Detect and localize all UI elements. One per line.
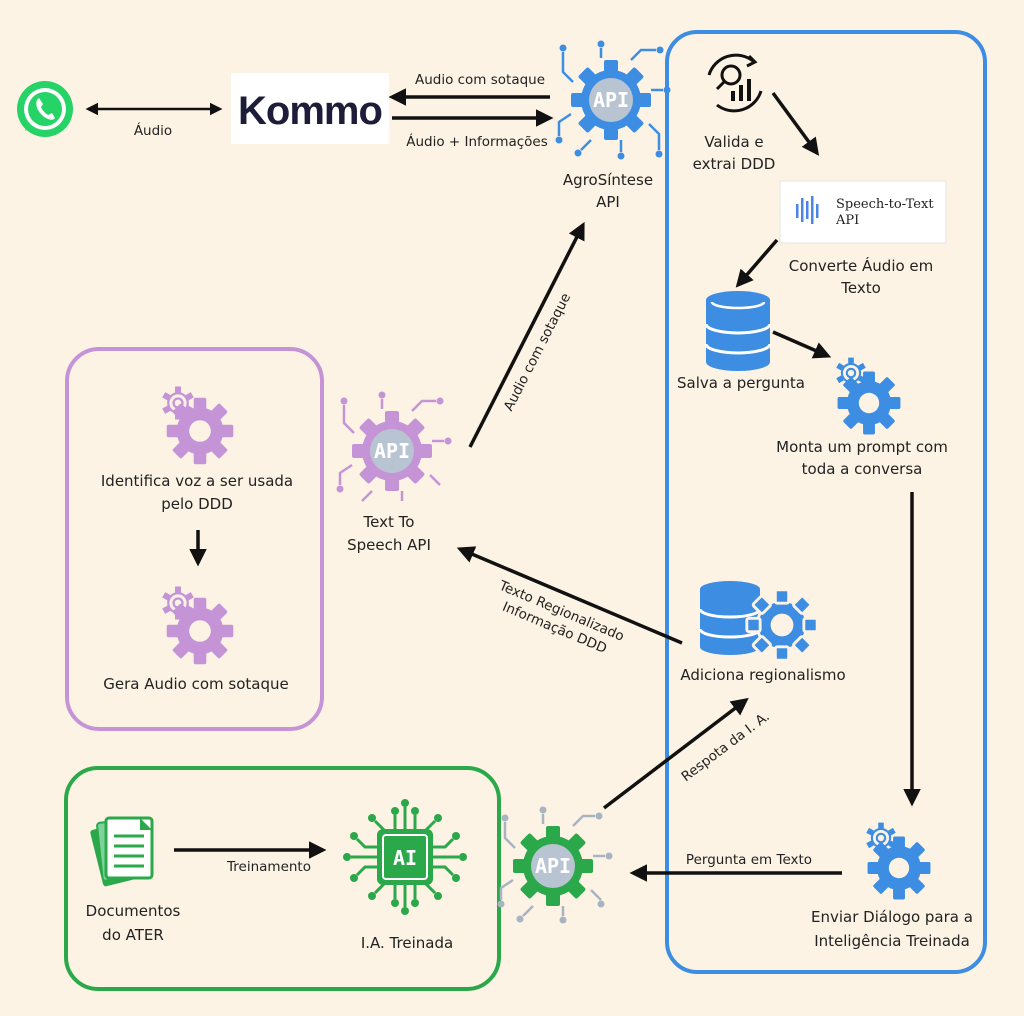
svg-text:API: API (535, 854, 571, 878)
svg-text:API: API (374, 439, 410, 463)
adiciona-label: Adiciona regionalismo (680, 666, 845, 684)
regionalismo-icon (698, 581, 819, 662)
documentos-label-1: Documentos (86, 902, 181, 920)
edge-db-to-monta (772, 330, 832, 359)
monta-label-1: Monta um prompt com (776, 438, 948, 456)
documentos-label-2: do ATER (102, 926, 164, 944)
agrosintese-api-icon: API (555, 40, 671, 160)
agrosintese-label-2: API (596, 193, 620, 211)
tts-label-2: Speech API (347, 536, 431, 554)
salva-label: Salva a pergunta (677, 374, 805, 392)
monta-gear-icon (836, 357, 901, 435)
monta-label-2: toda a conversa (802, 460, 923, 478)
valida-label-2: extrai DDD (693, 155, 776, 173)
edge-label-audio-accent-diag: Audio com sotaque (501, 291, 574, 414)
svg-text:AI: AI (393, 846, 417, 870)
analytics-icon (707, 53, 763, 113)
svg-text:Speech-to-Text: Speech-to-Text (836, 197, 934, 212)
svg-text:API: API (593, 88, 629, 112)
edge-label-audio-info: Áudio + Informações (406, 133, 548, 150)
tts-label-1: Text To (363, 513, 415, 531)
ai-chip-icon: AI (343, 799, 467, 915)
ia-label: I.A. Treinada (361, 934, 453, 952)
agrosintese-label-1: AgroSíntese (563, 171, 653, 189)
enviar-label-2: Inteligência Treinada (814, 932, 970, 950)
blue-process-box (665, 30, 987, 974)
edge-label-resposta-ia: Respota da I. A. (679, 709, 773, 785)
identifica-label-1: Identifica voz a ser usada (101, 472, 293, 490)
kommo-logo: Kommo (231, 73, 389, 144)
gera-label: Gera Audio com sotaque (103, 675, 289, 693)
speech-to-text-logo: Speech-to-Text API (779, 180, 947, 244)
converte-label-2: Texto (840, 279, 881, 297)
enviar-label-1: Enviar Diálogo para a (811, 908, 973, 926)
green-ai-box (64, 766, 501, 991)
edge-green-api-to-adiciona (602, 697, 749, 810)
identifica-gear-icon (162, 386, 234, 465)
edge-adiciona-to-tts (456, 546, 683, 645)
tts-api-icon: API (336, 391, 452, 502)
edge-label-audio-accent-top: Audio com sotaque (415, 72, 545, 88)
edge-valida-to-stt (771, 91, 820, 156)
gera-gear-icon (162, 586, 234, 665)
valida-label-1: Valida e (704, 133, 763, 151)
edge-stt-to-db (735, 238, 779, 288)
purple-tts-box (65, 347, 324, 731)
whatsapp-icon (17, 81, 73, 137)
edge-label-treinamento: Treinamento (226, 859, 311, 875)
green-api-icon: API (497, 806, 613, 924)
svg-text:API: API (835, 213, 859, 228)
svg-text:Kommo: Kommo (238, 89, 382, 133)
edge-label-audio: Áudio (134, 122, 172, 139)
edge-label-pergunta: Pergunta em Texto (686, 852, 812, 868)
documents-icon (90, 816, 154, 887)
edge-tts-to-agro (468, 221, 585, 448)
identifica-label-2: pelo DDD (161, 495, 233, 513)
database-icon (704, 291, 772, 371)
converte-label-1: Converte Áudio em (789, 256, 934, 275)
enviar-gear-icon (866, 822, 931, 900)
